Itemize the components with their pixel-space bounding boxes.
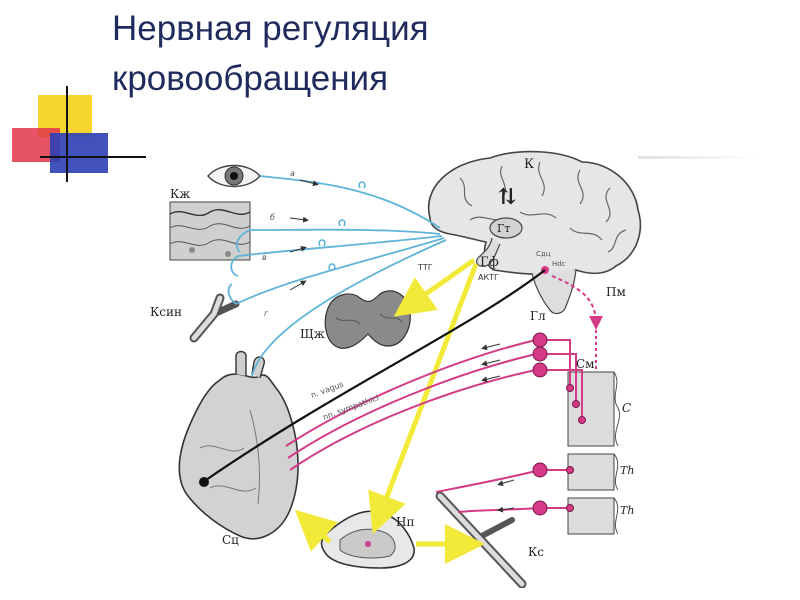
label-ganglia: Гл bbox=[530, 309, 546, 323]
afferent-path-g bbox=[235, 237, 445, 305]
title-line-2: кровообращения bbox=[112, 59, 389, 98]
label-thyroid: Щж bbox=[300, 327, 325, 341]
label-spinal-cord: См bbox=[576, 357, 595, 371]
label-path-b: б bbox=[270, 213, 275, 222]
hypothalamus bbox=[489, 217, 523, 239]
adrenal-to-heart-arrow bbox=[294, 509, 338, 552]
afferent-path-a bbox=[259, 175, 441, 229]
afferent-path-v bbox=[237, 235, 443, 257]
label-c-segment: C bbox=[622, 401, 631, 415]
label-medulla-center-2: Нdс bbox=[552, 260, 566, 268]
title-underline bbox=[638, 156, 758, 159]
deco-horizontal-line bbox=[40, 156, 146, 158]
sinus-vessel bbox=[189, 293, 240, 343]
heart bbox=[178, 350, 299, 540]
efferent-pathways bbox=[285, 275, 603, 513]
label-skin: Кж bbox=[170, 187, 190, 201]
title-line-1: Нервная регуляция bbox=[112, 9, 429, 48]
blue-receptor-loops bbox=[318, 181, 366, 271]
sympathetic-5 bbox=[457, 507, 541, 513]
label-vessel: Кс bbox=[528, 545, 544, 559]
deco-vertical-line bbox=[66, 86, 68, 182]
label-pituitary: Гф bbox=[480, 255, 499, 270]
label-ttg: ТТГ bbox=[417, 263, 433, 272]
label-th-segment-1: Th bbox=[620, 464, 634, 477]
sympathetic-3 bbox=[289, 369, 537, 471]
page-title: Нервная регуляция кровообращения bbox=[112, 4, 429, 104]
sympathetic-1 bbox=[285, 339, 537, 447]
afferent-path-heart bbox=[251, 239, 447, 377]
afferent-pathways bbox=[227, 175, 447, 377]
skin-section bbox=[169, 201, 251, 261]
direction-arrows bbox=[289, 179, 515, 513]
label-adrenal: Нп bbox=[396, 515, 414, 529]
sympathetic-4 bbox=[435, 469, 541, 493]
label-medulla-center-1: Сдц bbox=[536, 250, 551, 258]
brain bbox=[427, 150, 642, 315]
ganglia bbox=[532, 332, 586, 516]
label-path-v: в bbox=[262, 253, 267, 262]
label-sinus: Ксин bbox=[150, 305, 182, 319]
deco-blue-square bbox=[50, 133, 108, 173]
spinal-cord bbox=[567, 371, 620, 535]
label-th-segment-2: Th bbox=[620, 504, 634, 517]
afferent-path-b bbox=[249, 228, 441, 235]
label-sympathetic: nn. sympathici bbox=[322, 393, 380, 422]
thyroid bbox=[324, 290, 411, 349]
eye-icon bbox=[207, 164, 261, 188]
medulla-descending bbox=[551, 275, 603, 330]
hormonal-pathways bbox=[294, 257, 485, 564]
label-path-a: а bbox=[290, 169, 295, 178]
ttg-arrow bbox=[393, 257, 476, 317]
label-aktg: АКТГ bbox=[478, 273, 499, 282]
label-hypothalamus: Гт bbox=[497, 222, 510, 235]
label-heart: Сц bbox=[222, 533, 239, 547]
label-medulla: Пм bbox=[606, 285, 626, 299]
vagus-nerve bbox=[205, 269, 546, 481]
sympathetic-2 bbox=[287, 353, 537, 459]
label-cortex: К bbox=[524, 157, 534, 172]
aktg-arrow bbox=[368, 263, 479, 535]
label-path-g: г bbox=[264, 309, 269, 318]
regulation-diagram: К ⇅ Гт Гф ТТГ АКТГ Сдц Нdс Пм Кж Ксин Щж… bbox=[150, 150, 642, 588]
up-down-arrows-icon: ⇅ bbox=[498, 184, 516, 210]
